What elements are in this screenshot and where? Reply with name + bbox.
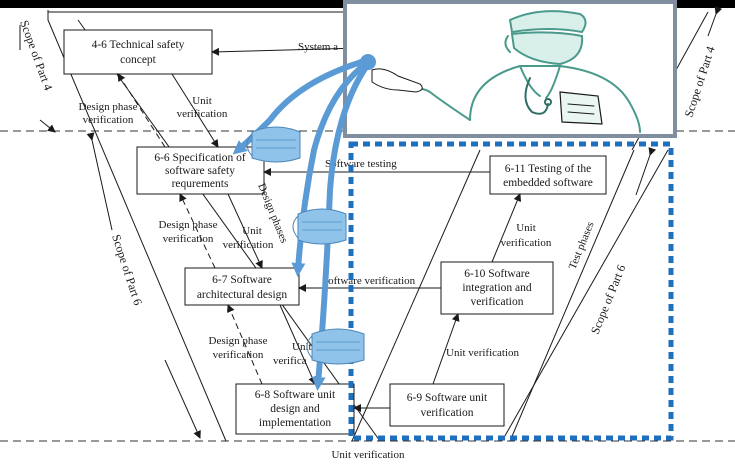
label-unit-verification-right: Unit verification <box>446 347 520 359</box>
box-software-integration: 6-10 Software integration and verificati… <box>440 261 554 315</box>
svg-text:design and: design and <box>270 403 320 415</box>
label-uv-1a: Unit <box>192 95 212 107</box>
svg-text:Scope of Part 6: Scope of Part 6 <box>588 263 629 337</box>
v-inner-left <box>77 19 381 442</box>
box-software-unit-verification: 6-9 Software unit verification <box>389 383 505 427</box>
label-dpv-3a: Design phase <box>209 335 268 347</box>
svg-text:embedded software: embedded software <box>503 177 593 189</box>
svg-text:concept: concept <box>120 54 157 66</box>
svg-text:6-7 Software: 6-7 Software <box>212 274 272 286</box>
label-software-verification: Software verification <box>322 275 416 287</box>
scope-part4-left: Scope of Part 4 <box>17 18 55 92</box>
arrow-verif-2 <box>179 193 216 269</box>
arrow-design-2 <box>227 193 263 269</box>
svg-text:integration and: integration and <box>462 282 532 294</box>
arrow-verif-1 <box>117 73 166 148</box>
label-uv-1b: verification <box>177 108 228 120</box>
label-bottom-unit-verification: Unit verification <box>331 449 405 461</box>
v-inner-right <box>351 149 481 442</box>
surgeon-illustration <box>343 0 677 138</box>
svg-text:6-8 Software unit: 6-8 Software unit <box>255 389 336 401</box>
label-dpv-1b: verification <box>83 114 134 126</box>
arrow-design-3 <box>279 304 316 385</box>
v-mid-right <box>509 149 635 442</box>
box-software-architectural-design: 6-7 Software architectural design <box>184 267 300 306</box>
svg-text:6-6 Specification of: 6-6 Specification of <box>154 152 246 164</box>
box-software-safety-spec: 6-6 Specification of software safety req… <box>136 146 265 195</box>
svg-text:6-9 Software unit: 6-9 Software unit <box>407 392 488 404</box>
label-uv-2a: Unit <box>242 225 262 237</box>
svg-text:software safety: software safety <box>165 165 235 177</box>
svg-text:verification: verification <box>420 407 473 419</box>
scope-part4-right: Scope of Part 4 <box>682 6 723 119</box>
scope-part4-left-arrow <box>39 119 56 133</box>
label-system-a: System a <box>298 41 338 53</box>
label-verification-prefix: verifica <box>273 355 307 367</box>
label-unit-prefix: Unit <box>292 341 312 353</box>
arrow-verif-3 <box>227 304 263 385</box>
v-outer-right-lower <box>501 149 669 442</box>
svg-text:Scope of Part 6: Scope of Part 6 <box>109 233 145 307</box>
highlight-dotted-frame <box>348 141 674 441</box>
svg-text:requrements: requrements <box>172 178 229 190</box>
svg-text:4-6 Technical safety: 4-6 Technical safety <box>92 39 185 51</box>
label-uv-right-b: verification <box>501 237 552 249</box>
v-outer-left <box>47 10 227 442</box>
label-uv-2b: verification <box>223 239 274 251</box>
svg-text:Scope of Part 4: Scope of Part 4 <box>682 45 718 119</box>
label-dpv-2b: verification <box>163 233 214 245</box>
label-dpv-2a: Design phase <box>159 219 218 231</box>
arrow-system-a <box>211 47 361 56</box>
box-technical-safety-concept: 4-6 Technical safety concept <box>63 29 213 75</box>
svg-text:verification: verification <box>470 296 523 308</box>
svg-text:6-10 Software: 6-10 Software <box>464 268 529 280</box>
arrow-up-1 <box>432 313 460 385</box>
label-uv-right-a: Unit <box>516 222 536 234</box>
box-software-unit-design: 6-8 Software unit design and implementat… <box>235 383 355 435</box>
label-software-testing: Software testing <box>325 158 397 170</box>
label-test-phases: Test phases <box>567 220 597 271</box>
label-dpv-1a: Design phase <box>79 101 138 113</box>
box-testing-embedded-software: 6-11 Testing of the embedded software <box>489 155 607 195</box>
label-dpv-3b: verification <box>213 349 264 361</box>
arrow-up-2 <box>491 193 522 263</box>
svg-text:6-11 Testing of the: 6-11 Testing of the <box>505 163 591 175</box>
svg-text:Scope of Part 4: Scope of Part 4 <box>17 18 55 92</box>
svg-text:architectural design: architectural design <box>197 289 288 301</box>
arrow-design-1 <box>171 73 219 148</box>
arrow-origin <box>360 54 376 70</box>
hand-icon <box>371 68 423 93</box>
svg-text:implementation: implementation <box>259 417 331 429</box>
surgical-mask-icon <box>246 126 301 163</box>
surgical-mask-icon <box>306 328 365 365</box>
surgical-mask-icon <box>292 208 347 245</box>
